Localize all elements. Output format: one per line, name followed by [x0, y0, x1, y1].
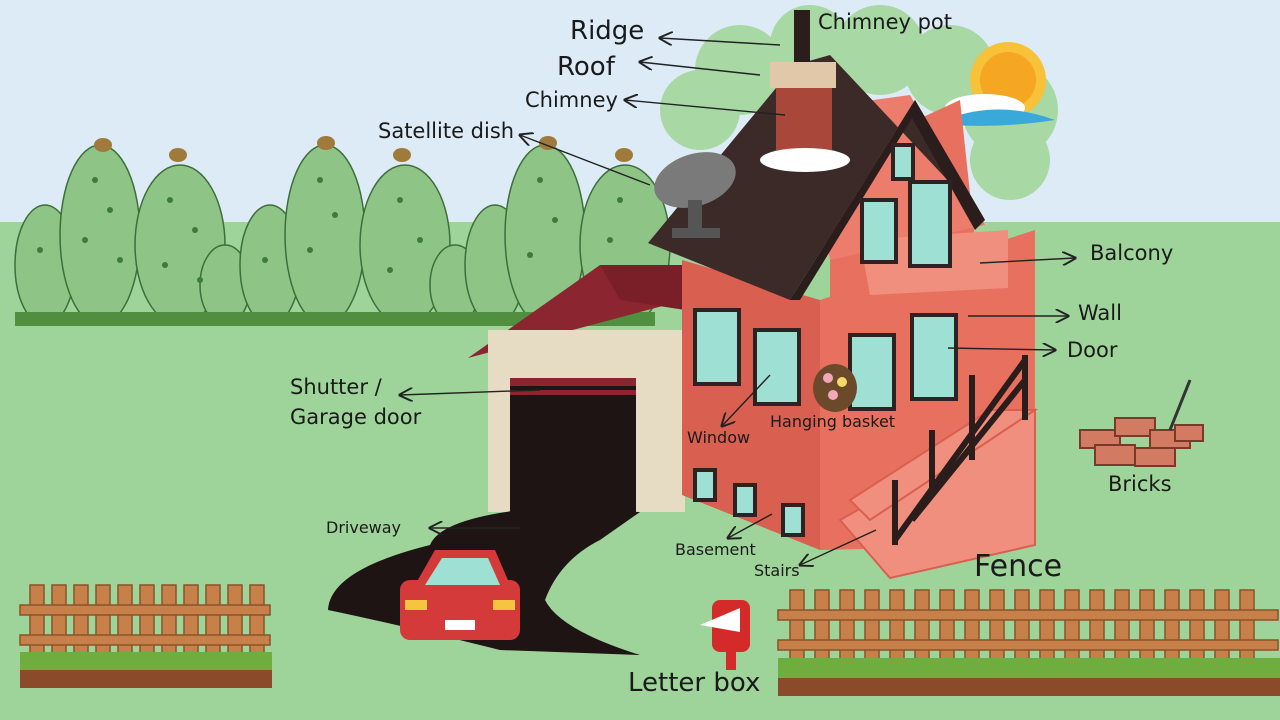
- fence-left-ground: [20, 668, 272, 688]
- fence-left: [19, 584, 271, 661]
- fence-right-grass: [778, 658, 1280, 678]
- label-window: Window: [687, 428, 751, 447]
- fence-right: [777, 589, 1279, 666]
- label-chimney-pot: Chimney pot: [818, 10, 953, 34]
- label-roof: Roof: [557, 52, 615, 82]
- fence-right-ground: [778, 676, 1280, 696]
- label-stairs: Stairs: [754, 561, 800, 580]
- label-door: Door: [1067, 338, 1118, 362]
- letter-box-icon: [700, 600, 750, 670]
- label-hanging-basket: Hanging basket: [770, 412, 896, 431]
- label-balcony: Balcony: [1090, 241, 1174, 265]
- label-driveway: Driveway: [326, 518, 402, 537]
- bricks-icon: [1079, 417, 1204, 467]
- car-icon: [400, 550, 520, 640]
- sun-icon: [945, 42, 1055, 126]
- shovel-icon: [1168, 379, 1192, 431]
- label-bricks: Bricks: [1108, 472, 1172, 496]
- label-wall: Wall: [1078, 301, 1122, 325]
- roof-shape: [648, 55, 985, 300]
- label-fence: Fence: [974, 549, 1063, 584]
- label-shutter: Shutter /: [290, 375, 382, 399]
- satellite-dish-icon: [654, 152, 736, 238]
- label-basement: Basement: [675, 540, 756, 559]
- bushes: [14, 144, 671, 326]
- label-chimney: Chimney: [525, 88, 618, 112]
- label-garage-door: Garage door: [290, 405, 422, 429]
- label-letter-box: Letter box: [628, 668, 761, 698]
- label-ridge: Ridge: [570, 16, 645, 46]
- birds: [94, 136, 633, 162]
- house: [648, 10, 1039, 580]
- label-arrows: [400, 38, 1075, 565]
- fence-left-grass: [20, 652, 272, 670]
- bush-grass: [15, 312, 655, 326]
- label-satellite-dish: Satellite dish: [378, 119, 515, 143]
- hanging-basket-icon: [813, 364, 857, 412]
- garage: [468, 265, 685, 512]
- bush-dots: [37, 177, 623, 283]
